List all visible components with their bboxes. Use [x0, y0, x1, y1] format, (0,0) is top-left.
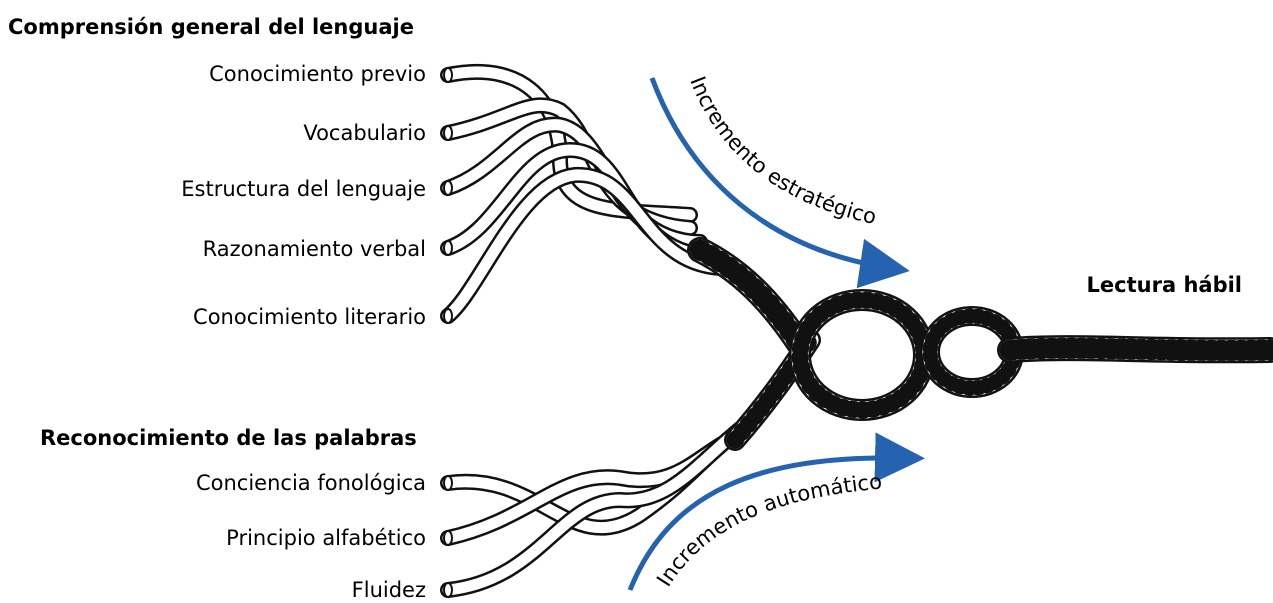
label-phonological-awareness: Conciencia fonológica — [196, 471, 426, 495]
result-label: Lectura hábil — [1087, 273, 1242, 297]
strategic-arrow-label: Incremento estratégico — [685, 73, 878, 229]
label-prior-knowledge: Conocimiento previo — [209, 62, 426, 86]
upper-twisted-rope — [700, 250, 800, 345]
language-heading: Comprensión general del lenguaje — [8, 15, 414, 39]
label-fluency: Fluidez — [352, 578, 426, 602]
word-strands — [444, 340, 810, 597]
label-verbal-reasoning: Razonamiento verbal — [203, 237, 426, 261]
rope-loop-large — [800, 300, 924, 410]
label-literacy-knowledge: Conocimiento literario — [193, 305, 426, 329]
joined-rope — [800, 300, 1270, 410]
strand-prior-knowledge — [444, 68, 690, 215]
word-heading: Reconocimiento de las palabras — [40, 426, 417, 450]
rope-tail — [1010, 348, 1270, 350]
label-alphabetic-principle: Principio alfabético — [226, 526, 426, 550]
label-language-structure: Estructura del lenguaje — [181, 177, 426, 201]
label-vocabulary: Vocabulario — [303, 121, 426, 145]
